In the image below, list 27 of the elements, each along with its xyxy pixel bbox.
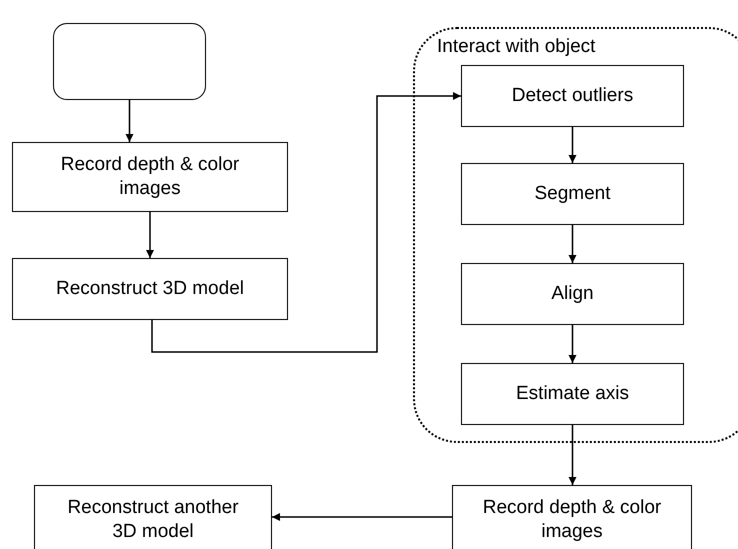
box-label: Detect outliers	[510, 84, 634, 108]
arrow	[151, 92, 461, 353]
process-box	[461, 163, 684, 225]
box-label: Reconstruct another 3D model	[66, 496, 240, 544]
group-label: Interact with object	[437, 35, 596, 59]
arrow	[568, 225, 576, 263]
arrow	[568, 325, 576, 363]
group-box	[413, 27, 738, 443]
process-box	[461, 363, 684, 425]
process-box	[461, 65, 684, 127]
process-box	[12, 142, 288, 212]
process-box	[452, 485, 692, 549]
arrow	[568, 127, 576, 163]
box-label: Estimate axis	[515, 382, 630, 406]
process-box	[461, 263, 684, 325]
process-box	[12, 258, 288, 320]
box-label: Record depth & color images	[482, 496, 662, 544]
box-label: Record depth & color images	[60, 153, 240, 201]
box-label: Reconstruct 3D model	[55, 277, 245, 301]
process-box	[53, 23, 206, 100]
box-label: Align	[550, 282, 595, 306]
box-label: Segment	[533, 182, 612, 206]
arrow	[126, 100, 134, 142]
arrow	[272, 513, 452, 521]
arrow	[568, 425, 576, 485]
process-box	[34, 485, 272, 549]
arrow	[146, 212, 154, 258]
